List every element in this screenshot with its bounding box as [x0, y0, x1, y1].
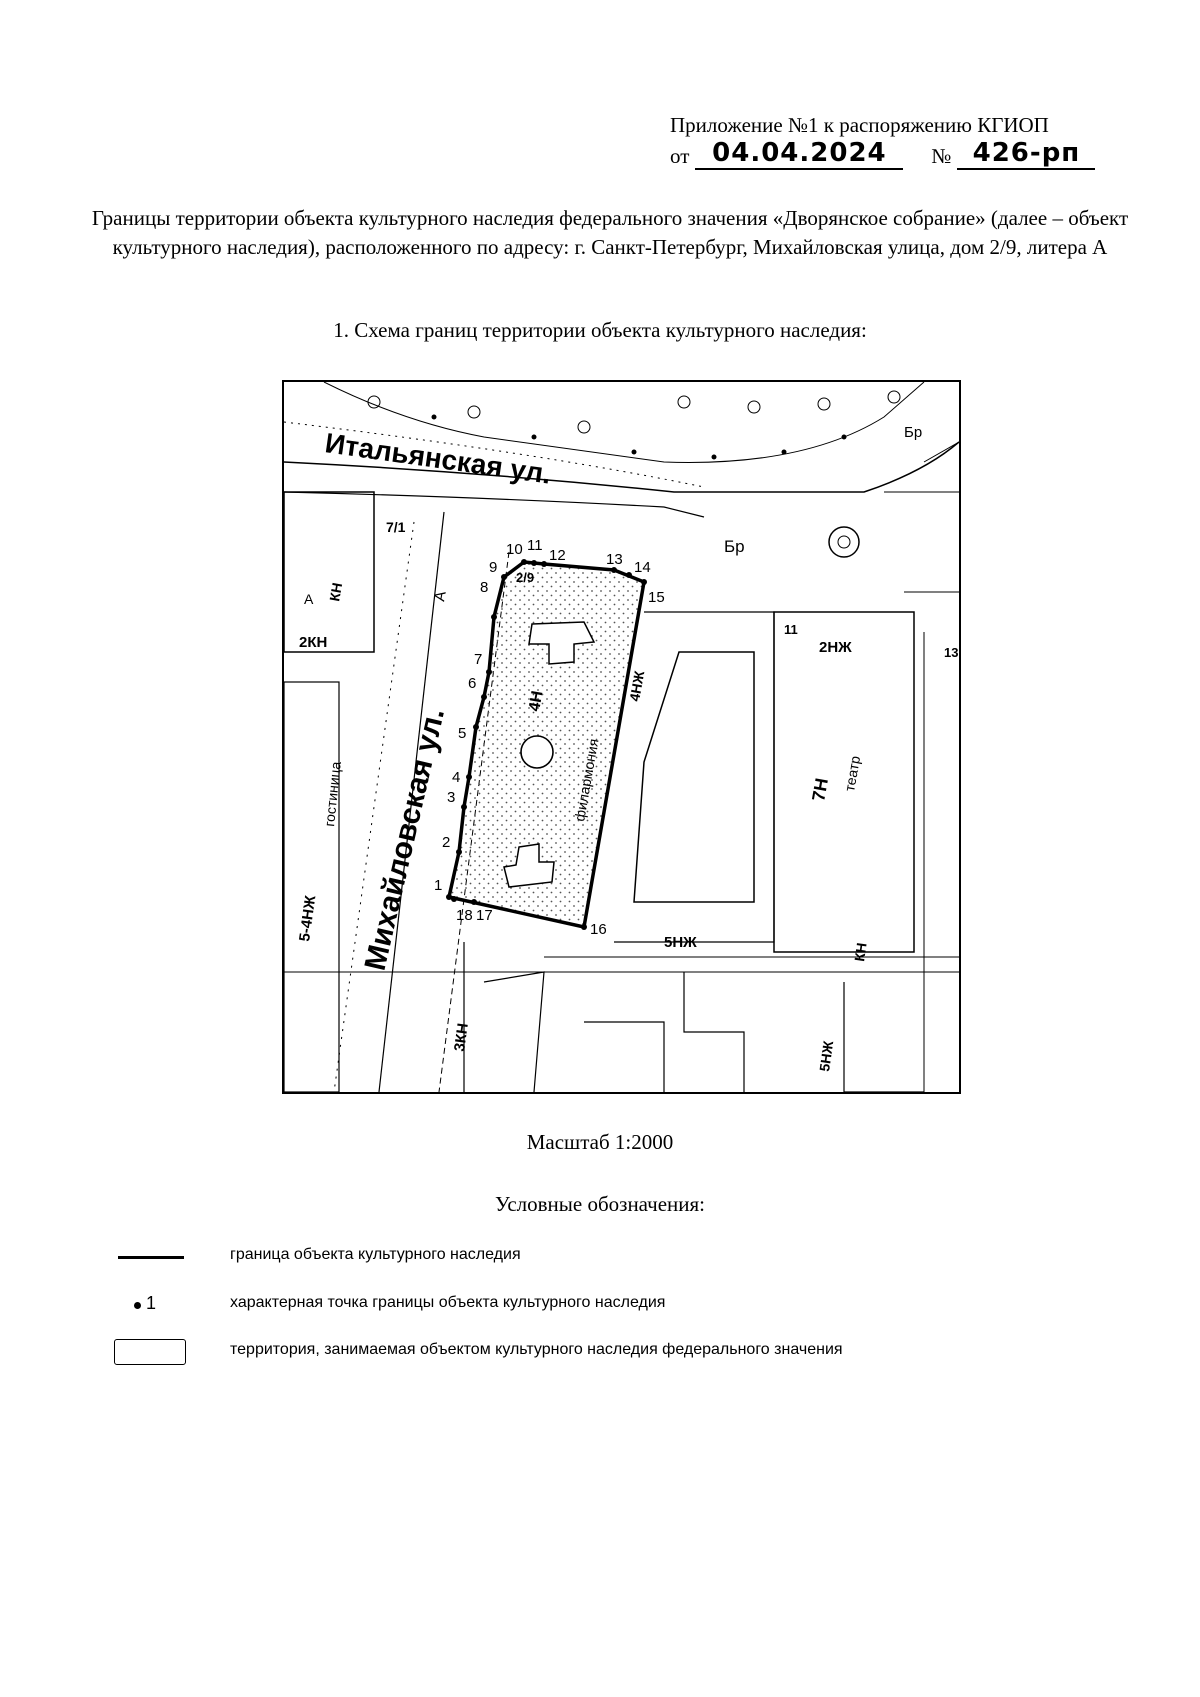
point-label-12: 12	[549, 547, 566, 564]
label-3kn: 3КН	[451, 1022, 472, 1052]
appendix-caption: Приложение №1 к распоряжению КГИОП	[670, 113, 1049, 137]
street-edge-north	[284, 441, 959, 493]
map-drawing: Итальянская ул. Михайловская ул.	[284, 382, 959, 1092]
point-label-2: 2	[442, 834, 450, 851]
point-label-15: 15	[648, 589, 665, 606]
roundabout	[828, 526, 860, 558]
dome	[520, 735, 554, 769]
point-label-9: 9	[489, 559, 497, 576]
label-4n: 4Н	[526, 690, 546, 713]
point-label-14: 14	[634, 559, 651, 576]
legend-title: Условные обозначения:	[494, 1192, 706, 1216]
label-br-2: Бр	[904, 424, 922, 441]
label-7n: 7Н	[808, 777, 832, 803]
boundary-point-labels: 1 2 3 4 5 6 7 8 9 10 11 12 13 14 15 16 1…	[434, 537, 665, 938]
point-label-1: 1	[434, 877, 442, 894]
legend-item-boundary: граница объекта культурного наследия	[112, 1242, 1112, 1272]
point-label-11: 11	[527, 537, 543, 554]
point-label-4: 4	[452, 769, 460, 786]
point-label-17: 17	[476, 907, 493, 924]
wing-north	[528, 621, 596, 665]
label-a-west: А	[304, 591, 314, 607]
label-11: 11	[784, 622, 798, 637]
section-title: 1. Схема границ территории объекта культ…	[333, 318, 867, 342]
blocks-south	[463, 942, 924, 1092]
street-label-italyanskaya: Итальянская ул.	[323, 427, 553, 489]
order-reference: от 04.04.2024 № 426-рп	[670, 139, 1130, 170]
label-kn-east: КН	[851, 942, 869, 963]
street-edge-south	[284, 491, 705, 518]
label-a: А	[431, 590, 449, 603]
point-label-8: 8	[480, 579, 488, 596]
label-kn-west: КН	[326, 581, 345, 602]
boundary-point-markers	[446, 559, 647, 930]
legend-line-symbol	[112, 1242, 192, 1272]
document-title: Границы территории объекта культурного н…	[91, 206, 1129, 260]
point-label-18: 18	[456, 907, 473, 924]
tree-row-north	[284, 421, 705, 488]
label-hotel: гостиница	[321, 761, 344, 828]
order-number: 426-рп	[957, 139, 1096, 170]
street-edge-west	[378, 511, 445, 1092]
point-label-13: 13	[606, 551, 623, 568]
blocks-east	[884, 441, 959, 1092]
legend-box-symbol	[112, 1337, 192, 1367]
street-label-mikhaylovskaya: Михайловская ул.	[359, 705, 451, 973]
roundabout-center	[837, 535, 851, 549]
point-label-7: 7	[474, 651, 482, 668]
legend-text: граница объекта культурного наследия	[230, 1246, 521, 1263]
label-5nzh: 5НЖ	[664, 934, 697, 951]
legend-item-point: 1 характерная точка границы объекта куль…	[112, 1290, 1112, 1320]
document-header: Приложение №1 к распоряжению КГИОП от 04…	[670, 112, 1130, 170]
wing-south	[503, 843, 555, 888]
point-label-5: 5	[458, 725, 466, 742]
label-4nzh: 4НЖ	[626, 669, 647, 702]
label-theatre: театр	[841, 754, 863, 792]
point-label-16: 16	[590, 921, 607, 938]
number-prefix: №	[931, 144, 952, 169]
label-2-9: 2/9	[516, 570, 534, 585]
label-7-1: 7/1	[386, 519, 406, 535]
point-label-3: 3	[447, 789, 455, 806]
legend-text: характерная точка границы объекта культу…	[230, 1294, 666, 1311]
building-philharmonic-back	[614, 611, 775, 943]
order-date: 04.04.2024	[695, 139, 904, 170]
boundary-map: Итальянская ул. Михайловская ул.	[282, 380, 961, 1094]
date-prefix: от	[670, 144, 690, 169]
building-west-south	[284, 681, 340, 1092]
label-2nzh: 2НЖ	[819, 639, 852, 656]
label-13: 13	[944, 645, 958, 660]
legend-dot-symbol: 1	[112, 1290, 192, 1320]
building-west-north	[284, 491, 375, 653]
square-edge	[323, 382, 925, 463]
square-trees	[367, 390, 901, 460]
building-inner-courtyard	[633, 651, 755, 903]
point-label-10: 10	[506, 541, 523, 558]
legend-dot-label: 1	[146, 1293, 157, 1313]
point-label-6: 6	[468, 675, 476, 692]
legend-text: территория, занимаемая объектом культурн…	[230, 1341, 843, 1358]
label-br-1: Бр	[724, 537, 745, 556]
legend-item-territory: территория, занимаемая объектом культурн…	[112, 1337, 1112, 1367]
label-5-4nzh: 5-4НЖ	[296, 894, 319, 942]
building-theatre	[773, 611, 915, 953]
label-2kn: 2КН	[299, 634, 327, 651]
map-scale: Масштаб 1:2000	[526, 1130, 674, 1154]
label-5nzh-2: 5НЖ	[816, 1040, 836, 1073]
